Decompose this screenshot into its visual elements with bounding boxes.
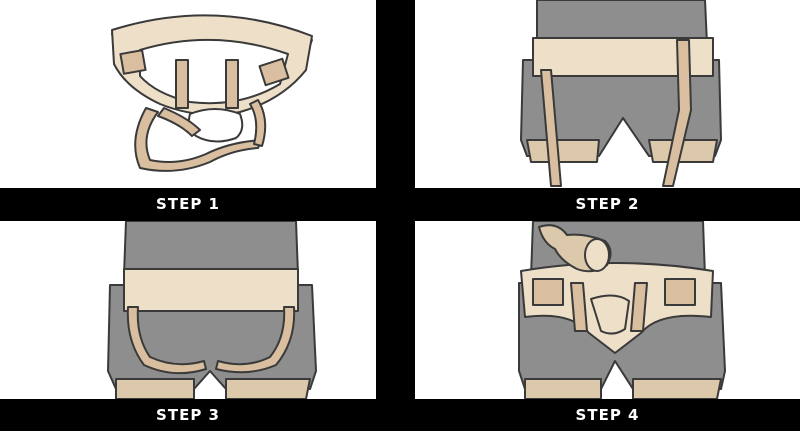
step-3-illustration <box>107 221 317 399</box>
velcro-patch-right <box>258 57 290 87</box>
step-1-label: STEP 1 <box>0 188 376 220</box>
leg-strap-2 <box>157 107 201 137</box>
step-4-illustration <box>518 221 726 399</box>
support-pad <box>187 108 244 143</box>
hanging-strap-right <box>662 39 692 187</box>
support-pad <box>590 294 630 335</box>
thigh-right <box>648 139 718 163</box>
thigh-left <box>524 378 602 399</box>
step-4-label-text: STEP 4 <box>575 406 640 424</box>
torso <box>123 221 299 276</box>
step-1-panel <box>0 0 376 188</box>
step-2-panel <box>415 0 800 188</box>
leg-strap-right <box>215 306 296 374</box>
step-2-illustration <box>520 0 722 187</box>
strap-vertical-1 <box>570 282 588 332</box>
leg-strap-1 <box>134 107 263 172</box>
step-1-label-text: STEP 1 <box>156 195 220 213</box>
strap-vertical-2 <box>225 59 239 109</box>
step-2-label: STEP 2 <box>415 188 800 220</box>
step-3-label: STEP 3 <box>0 399 376 431</box>
thigh-left <box>115 378 195 399</box>
thigh-left <box>526 139 600 163</box>
belt <box>123 268 299 312</box>
hand-pad <box>584 238 610 272</box>
leg-strap-left <box>126 306 207 375</box>
step-1-illustration <box>111 14 313 172</box>
step-4-panel <box>415 221 800 399</box>
thigh-right <box>632 378 722 399</box>
velcro-patch-left <box>532 278 564 306</box>
velcro-patch-left <box>119 49 147 75</box>
leg-strap-3 <box>249 99 267 147</box>
strap-vertical-2 <box>630 282 648 332</box>
step-3-panel <box>0 221 376 399</box>
shorts <box>520 59 722 157</box>
hanging-strap-left <box>540 69 562 187</box>
step-2-label-text: STEP 2 <box>575 195 640 213</box>
thigh-right <box>225 378 311 399</box>
step-4-label: STEP 4 <box>415 399 800 431</box>
strap-vertical-1 <box>175 59 189 109</box>
velcro-patch-right <box>664 278 696 306</box>
step-3-label-text: STEP 3 <box>156 406 220 424</box>
